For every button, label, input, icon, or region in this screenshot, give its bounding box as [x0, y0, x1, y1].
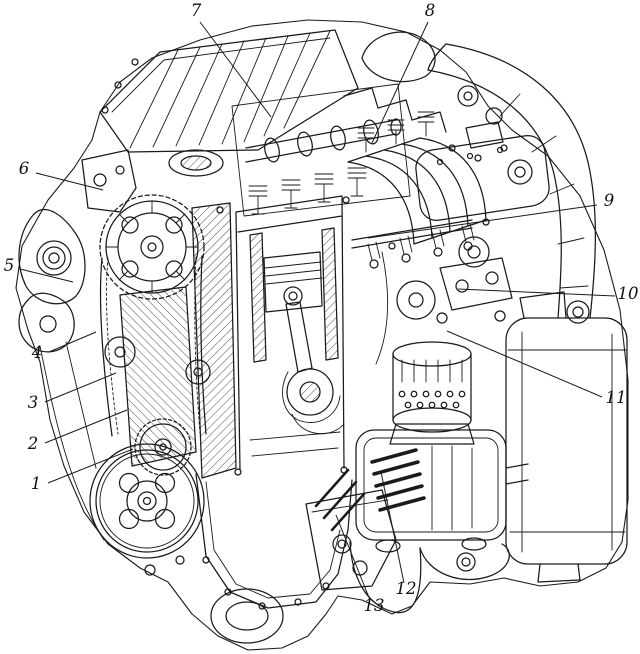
- callouts: 1 2 3 4 5 6 7 8: [4, 1, 639, 615]
- callout-5-label: 5: [4, 256, 15, 275]
- throttle-body: [415, 135, 550, 221]
- callout-7-label: 7: [191, 1, 202, 20]
- callout-11-label: 11: [606, 388, 627, 407]
- callout-13-leader: [335, 514, 371, 601]
- callout-2-label: 2: [27, 434, 39, 453]
- cylinder-block-cutaway: [235, 195, 345, 471]
- callout-13: 13: [335, 514, 385, 615]
- intake-manifold: [347, 137, 487, 245]
- bolt-details: [216, 196, 490, 476]
- lower-right-mount: [419, 543, 510, 581]
- callout-7: 7: [191, 1, 272, 118]
- front-cover-hatch: [191, 202, 237, 479]
- callout-11: 11: [446, 330, 627, 407]
- callout-3-label: 3: [28, 393, 39, 412]
- cylinder-head-edge: [343, 87, 447, 153]
- connecting-rod: [285, 301, 313, 373]
- vent-holes: [398, 390, 466, 409]
- callout-9-leader: [367, 204, 598, 239]
- callout-8-leader: [371, 21, 429, 144]
- callout-6-leader: [35, 172, 104, 191]
- piston: [263, 251, 323, 313]
- callout-12-leader: [380, 471, 405, 584]
- callout-1: 1: [31, 448, 134, 493]
- callout-9: 9: [367, 191, 615, 239]
- camshaft-sprocket: [99, 194, 205, 300]
- callout-11-leader: [446, 330, 603, 398]
- callout-2: 2: [27, 409, 128, 453]
- valve-springs: [248, 167, 367, 215]
- left-accessory-bracket: [18, 149, 137, 541]
- valve-cover-ribs: [129, 30, 331, 149]
- callout-6-label: 6: [19, 159, 30, 178]
- camshaft-cutaway: [231, 83, 411, 217]
- callout-4-label: 4: [31, 343, 43, 362]
- callout-8: 8: [371, 1, 436, 144]
- crankshaft: [282, 368, 345, 435]
- fuel-rail-injectors: [351, 219, 475, 269]
- callout-5-leader: [19, 268, 74, 283]
- timing-belt: [99, 255, 207, 437]
- expansion-tank: [505, 291, 628, 583]
- oil-pan: [195, 473, 353, 644]
- belt-idler: [104, 336, 136, 368]
- callout-6: 6: [19, 159, 104, 191]
- callout-12-label: 12: [396, 579, 417, 598]
- callout-1-label: 1: [31, 474, 42, 493]
- belt-tensioner: [185, 359, 211, 385]
- callout-4-leader: [48, 331, 97, 353]
- right-mid-components: [375, 236, 513, 365]
- callout-10-label: 10: [618, 284, 639, 303]
- callout-8-label: 8: [425, 1, 436, 20]
- callout-10: 10: [457, 284, 639, 303]
- callout-4: 4: [31, 331, 97, 362]
- callout-3: 3: [28, 372, 117, 412]
- intake-louvers: [370, 448, 426, 512]
- oil-filler-cap: [168, 149, 224, 177]
- engine-silhouette: [15, 19, 629, 651]
- callout-10-leader: [457, 288, 616, 297]
- starter-housing: [389, 341, 475, 445]
- callout-9-label: 9: [604, 191, 615, 210]
- callout-7-leader: [199, 21, 272, 118]
- callout-3-leader: [44, 372, 117, 403]
- top-right-components: [361, 31, 508, 162]
- callout-12: 12: [380, 471, 417, 598]
- callout-5: 5: [4, 256, 74, 283]
- callout-1-leader: [47, 448, 134, 484]
- crankshaft-pulley: [89, 443, 205, 576]
- timing-cover-hatch: [119, 286, 197, 467]
- callout-2-leader: [44, 409, 128, 444]
- callout-13-label: 13: [364, 596, 385, 615]
